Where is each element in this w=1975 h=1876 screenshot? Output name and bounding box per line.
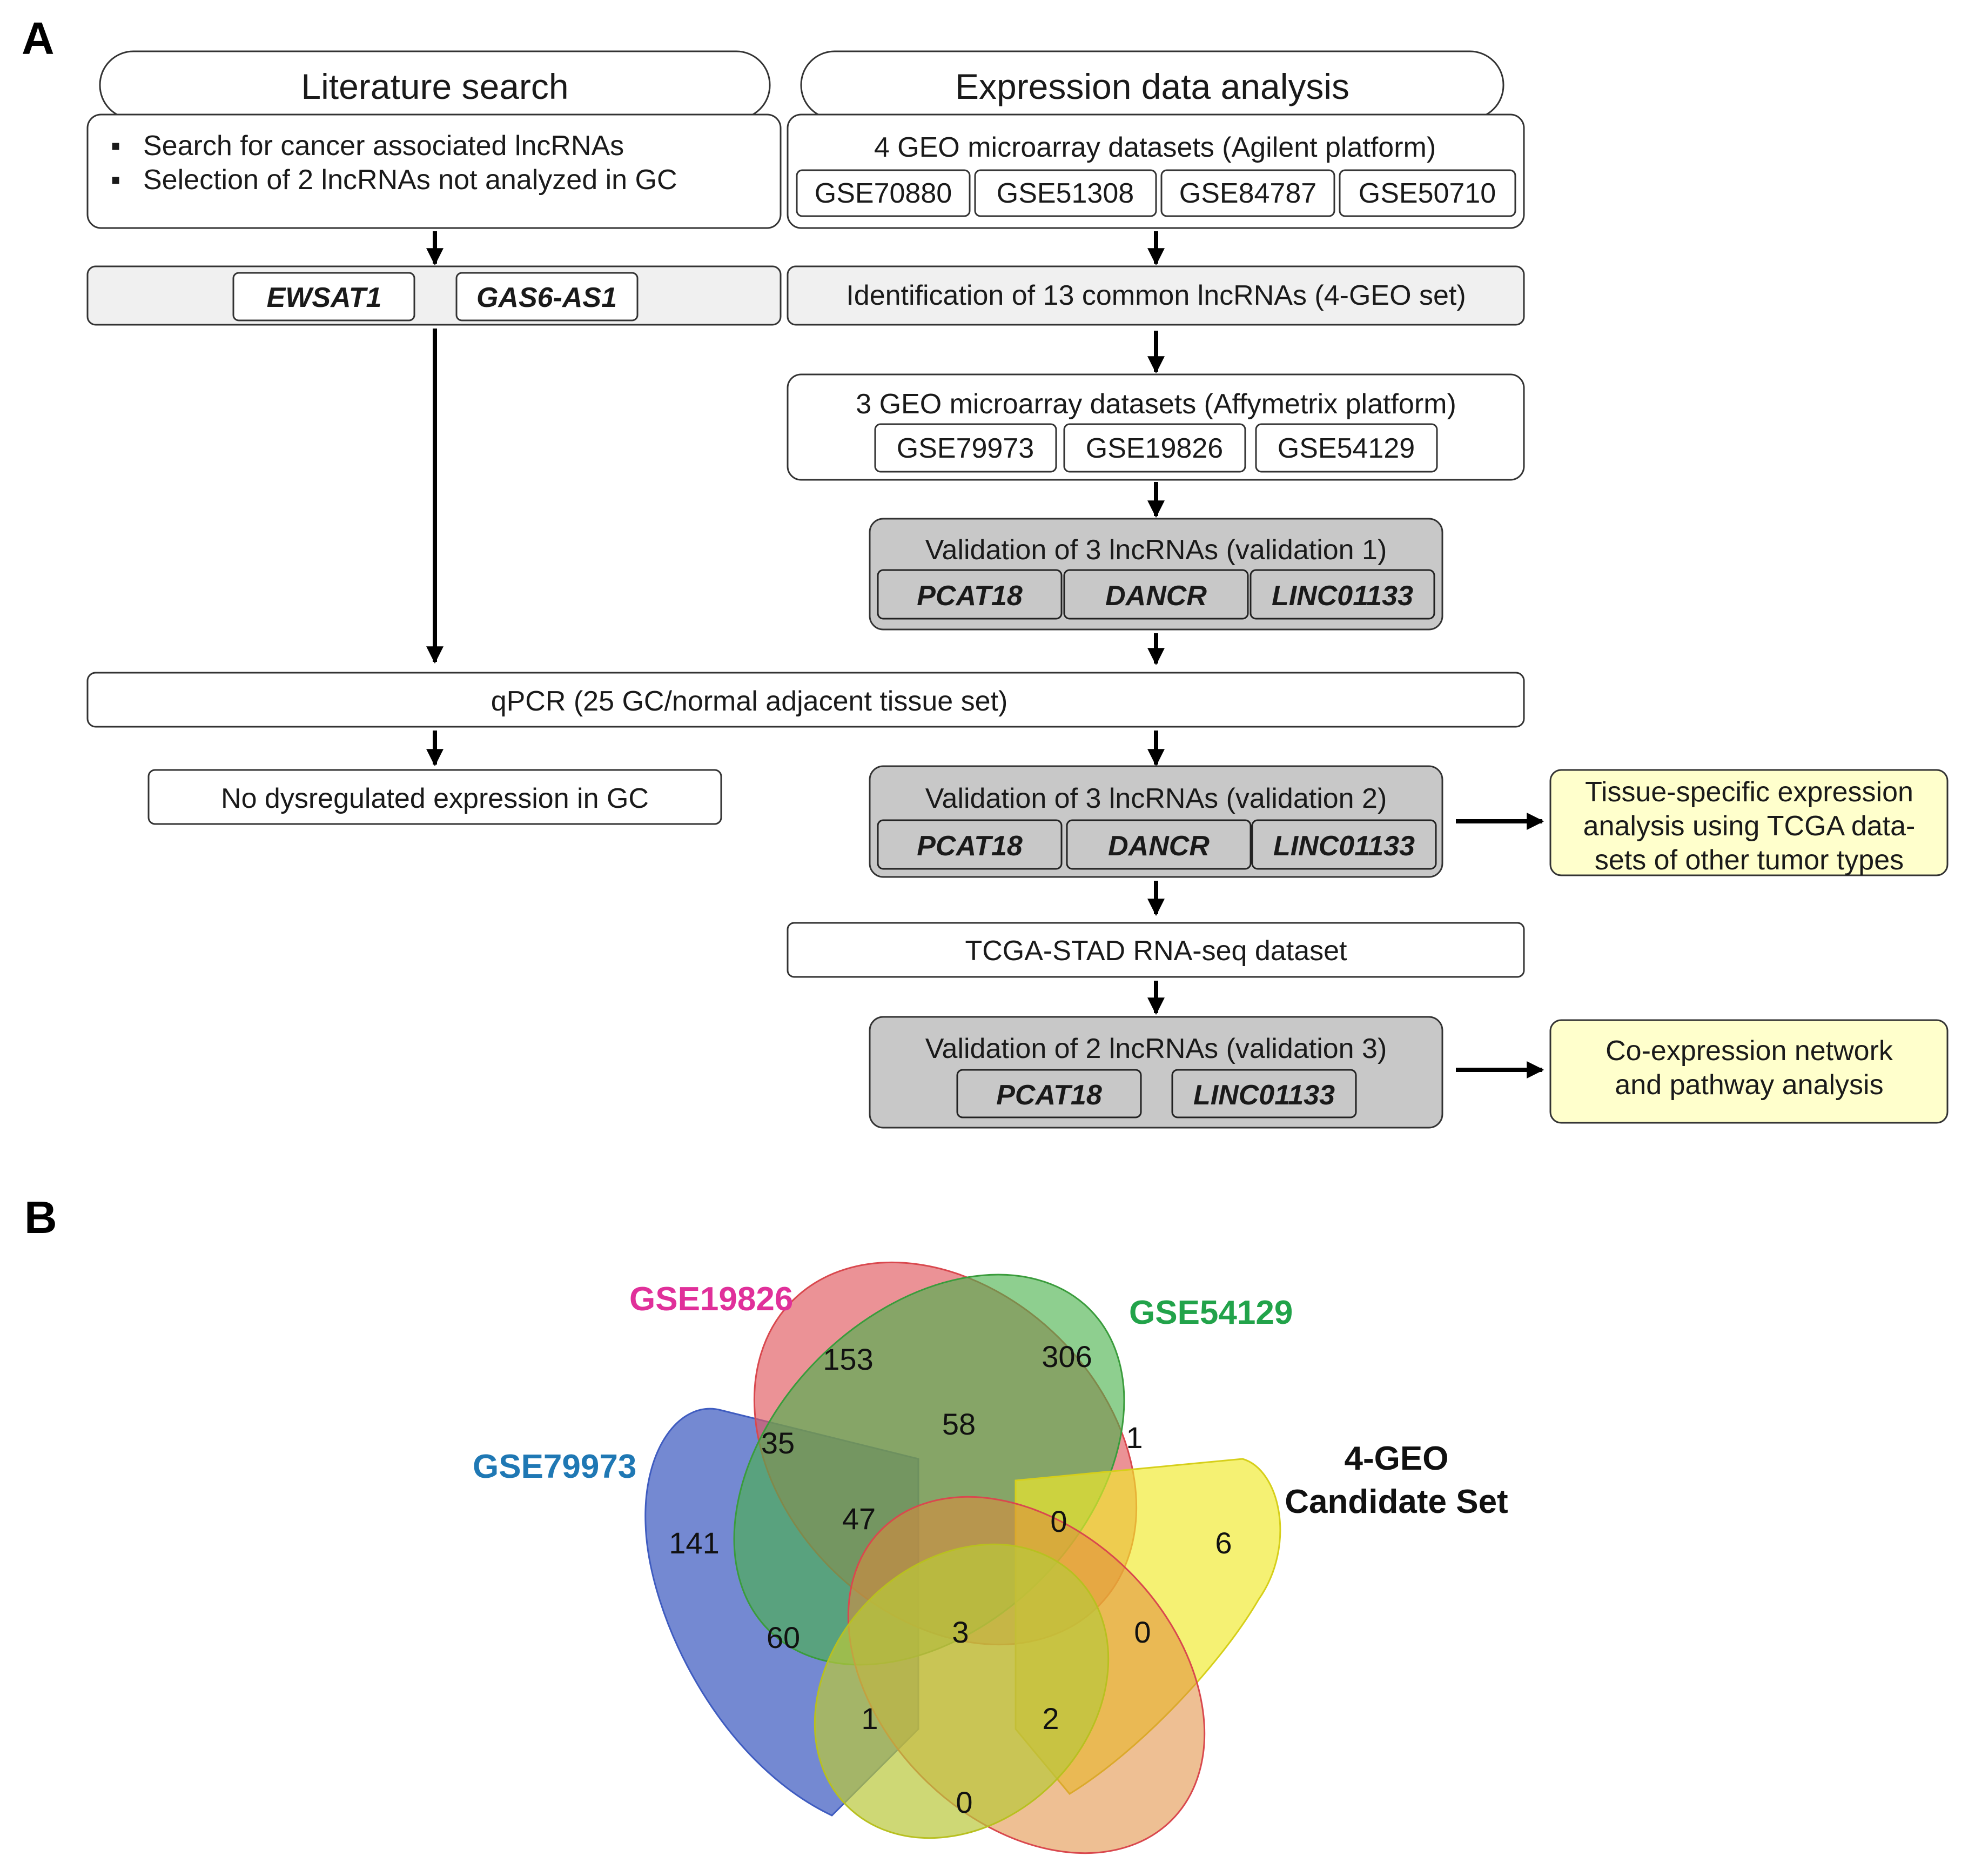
geo4-chip-3 xyxy=(1160,169,1335,217)
panel-a-label: A xyxy=(22,13,55,64)
v1-gene-2: DANCR xyxy=(1105,580,1207,612)
network-note-line-1: Co-expression network xyxy=(1605,1035,1893,1067)
gene-chip-gas6-as1 xyxy=(455,272,639,321)
geo3-title: 3 GEO microarray datasets (Affymetrix pl… xyxy=(856,388,1456,420)
v1-gene-1: PCAT18 xyxy=(917,580,1023,612)
bullet-2-mark: ▪ xyxy=(111,164,120,196)
v1-gene-3: LINC01133 xyxy=(1272,580,1413,612)
geo4-title: 4 GEO microarray datasets (Agilent platf… xyxy=(874,132,1436,163)
region-0c: 0 xyxy=(956,1785,972,1819)
geo4-set-2: GSE51308 xyxy=(997,178,1134,209)
v3-chip-1 xyxy=(956,1069,1142,1118)
tissue-note-line-3: sets of other tumor types xyxy=(1595,845,1904,876)
region-153: 153 xyxy=(823,1342,873,1376)
lit-bullet-1: Search for cancer associated lncRNAs xyxy=(143,130,624,162)
qpcr-box xyxy=(86,672,1525,728)
v1-chip-3 xyxy=(1250,569,1435,620)
label-gse54129: GSE54129 xyxy=(1129,1294,1293,1331)
label-gse19826: GSE19826 xyxy=(629,1281,793,1318)
region-0a: 0 xyxy=(1050,1504,1067,1538)
venn-set-4geo-lower xyxy=(814,1543,1110,1839)
venn-diagram: GSE19826 GSE54129 GSE79973 4-GEO Candida… xyxy=(473,1261,1508,1854)
gene-gas6-as1: GAS6-AS1 xyxy=(476,282,617,313)
v2-gene-3: LINC01133 xyxy=(1273,830,1415,862)
region-1b: 1 xyxy=(861,1701,878,1736)
tissue-note-line-2: analysis using TCGA data- xyxy=(1583,810,1916,842)
region-141: 141 xyxy=(669,1526,719,1560)
label-4geo-line-1: 4-GEO xyxy=(1345,1440,1449,1477)
region-306: 306 xyxy=(1042,1339,1092,1374)
label-4geo-line-2: Candidate Set xyxy=(1285,1483,1508,1520)
common-step-box xyxy=(787,265,1525,326)
region-47: 47 xyxy=(842,1502,876,1536)
geo3-chip-2 xyxy=(1063,423,1246,473)
geo3-chip-3 xyxy=(1255,423,1438,473)
v3-chip-2 xyxy=(1171,1069,1357,1118)
geo4-chip-2 xyxy=(974,169,1157,217)
region-1a: 1 xyxy=(1126,1421,1143,1455)
label-gse79973: GSE79973 xyxy=(473,1448,636,1485)
common-step: Identification of 13 common lncRNAs (4-G… xyxy=(846,280,1466,311)
network-note-box xyxy=(1549,1019,1949,1124)
region-35: 35 xyxy=(761,1426,795,1460)
v1-chip-1 xyxy=(877,569,1063,620)
geo4-set-4: GSE50710 xyxy=(1359,178,1496,209)
geo4-chip-4 xyxy=(1339,169,1516,217)
tcga-step: TCGA-STAD RNA-seq dataset xyxy=(965,935,1347,967)
region-60: 60 xyxy=(767,1620,800,1654)
v2-chip-2 xyxy=(1066,819,1252,870)
tcga-box xyxy=(787,922,1525,978)
region-6: 6 xyxy=(1215,1526,1232,1560)
no-dysreg: No dysregulated expression in GC xyxy=(221,783,649,814)
v2-gene-2: DANCR xyxy=(1108,830,1210,862)
geo4-chip-1 xyxy=(796,169,971,217)
validation2-title: Validation of 3 lncRNAs (validation 2) xyxy=(925,783,1387,814)
bullet-1-mark: ▪ xyxy=(111,130,120,162)
no-dysreg-box xyxy=(147,769,722,825)
validation1-title: Validation of 3 lncRNAs (validation 1) xyxy=(925,534,1387,566)
tissue-note-box xyxy=(1549,769,1949,876)
region-2: 2 xyxy=(1042,1701,1059,1736)
validation3-title: Validation of 2 lncRNAs (validation 3) xyxy=(925,1033,1387,1064)
v3-gene-2: LINC01133 xyxy=(1193,1080,1335,1111)
v2-chip-3 xyxy=(1251,819,1437,870)
expression-header: Expression data analysis xyxy=(955,66,1349,106)
geo4-set-1: GSE70880 xyxy=(815,178,952,209)
region-0b: 0 xyxy=(1134,1615,1151,1649)
geo3-set-2: GSE19826 xyxy=(1086,433,1223,464)
geo3-chip-1 xyxy=(874,423,1057,473)
geo4-set-3: GSE84787 xyxy=(1179,178,1316,209)
lit-genes-box xyxy=(86,265,782,326)
v1-chip-2 xyxy=(1063,569,1249,620)
v2-gene-1: PCAT18 xyxy=(917,830,1023,862)
panel-b-label: B xyxy=(24,1192,57,1243)
region-58: 58 xyxy=(942,1407,976,1441)
v2-chip-1 xyxy=(877,819,1063,870)
geo3-set-3: GSE54129 xyxy=(1278,433,1415,464)
geo3-set-1: GSE79973 xyxy=(897,433,1034,464)
lit-bullet-2: Selection of 2 lncRNAs not analyzed in G… xyxy=(143,164,677,196)
literature-bullets-box xyxy=(86,113,782,229)
region-3: 3 xyxy=(952,1615,969,1649)
tissue-note-line-1: Tissue-specific expression xyxy=(1585,776,1913,808)
qpcr-step: qPCR (25 GC/normal adjacent tissue set) xyxy=(491,686,1008,717)
v3-gene-1: PCAT18 xyxy=(996,1080,1102,1111)
network-note-line-2: and pathway analysis xyxy=(1615,1069,1883,1101)
gene-chip-ewsat1 xyxy=(232,272,415,321)
gene-ewsat1: EWSAT1 xyxy=(267,282,382,313)
literature-header: Literature search xyxy=(301,66,568,106)
